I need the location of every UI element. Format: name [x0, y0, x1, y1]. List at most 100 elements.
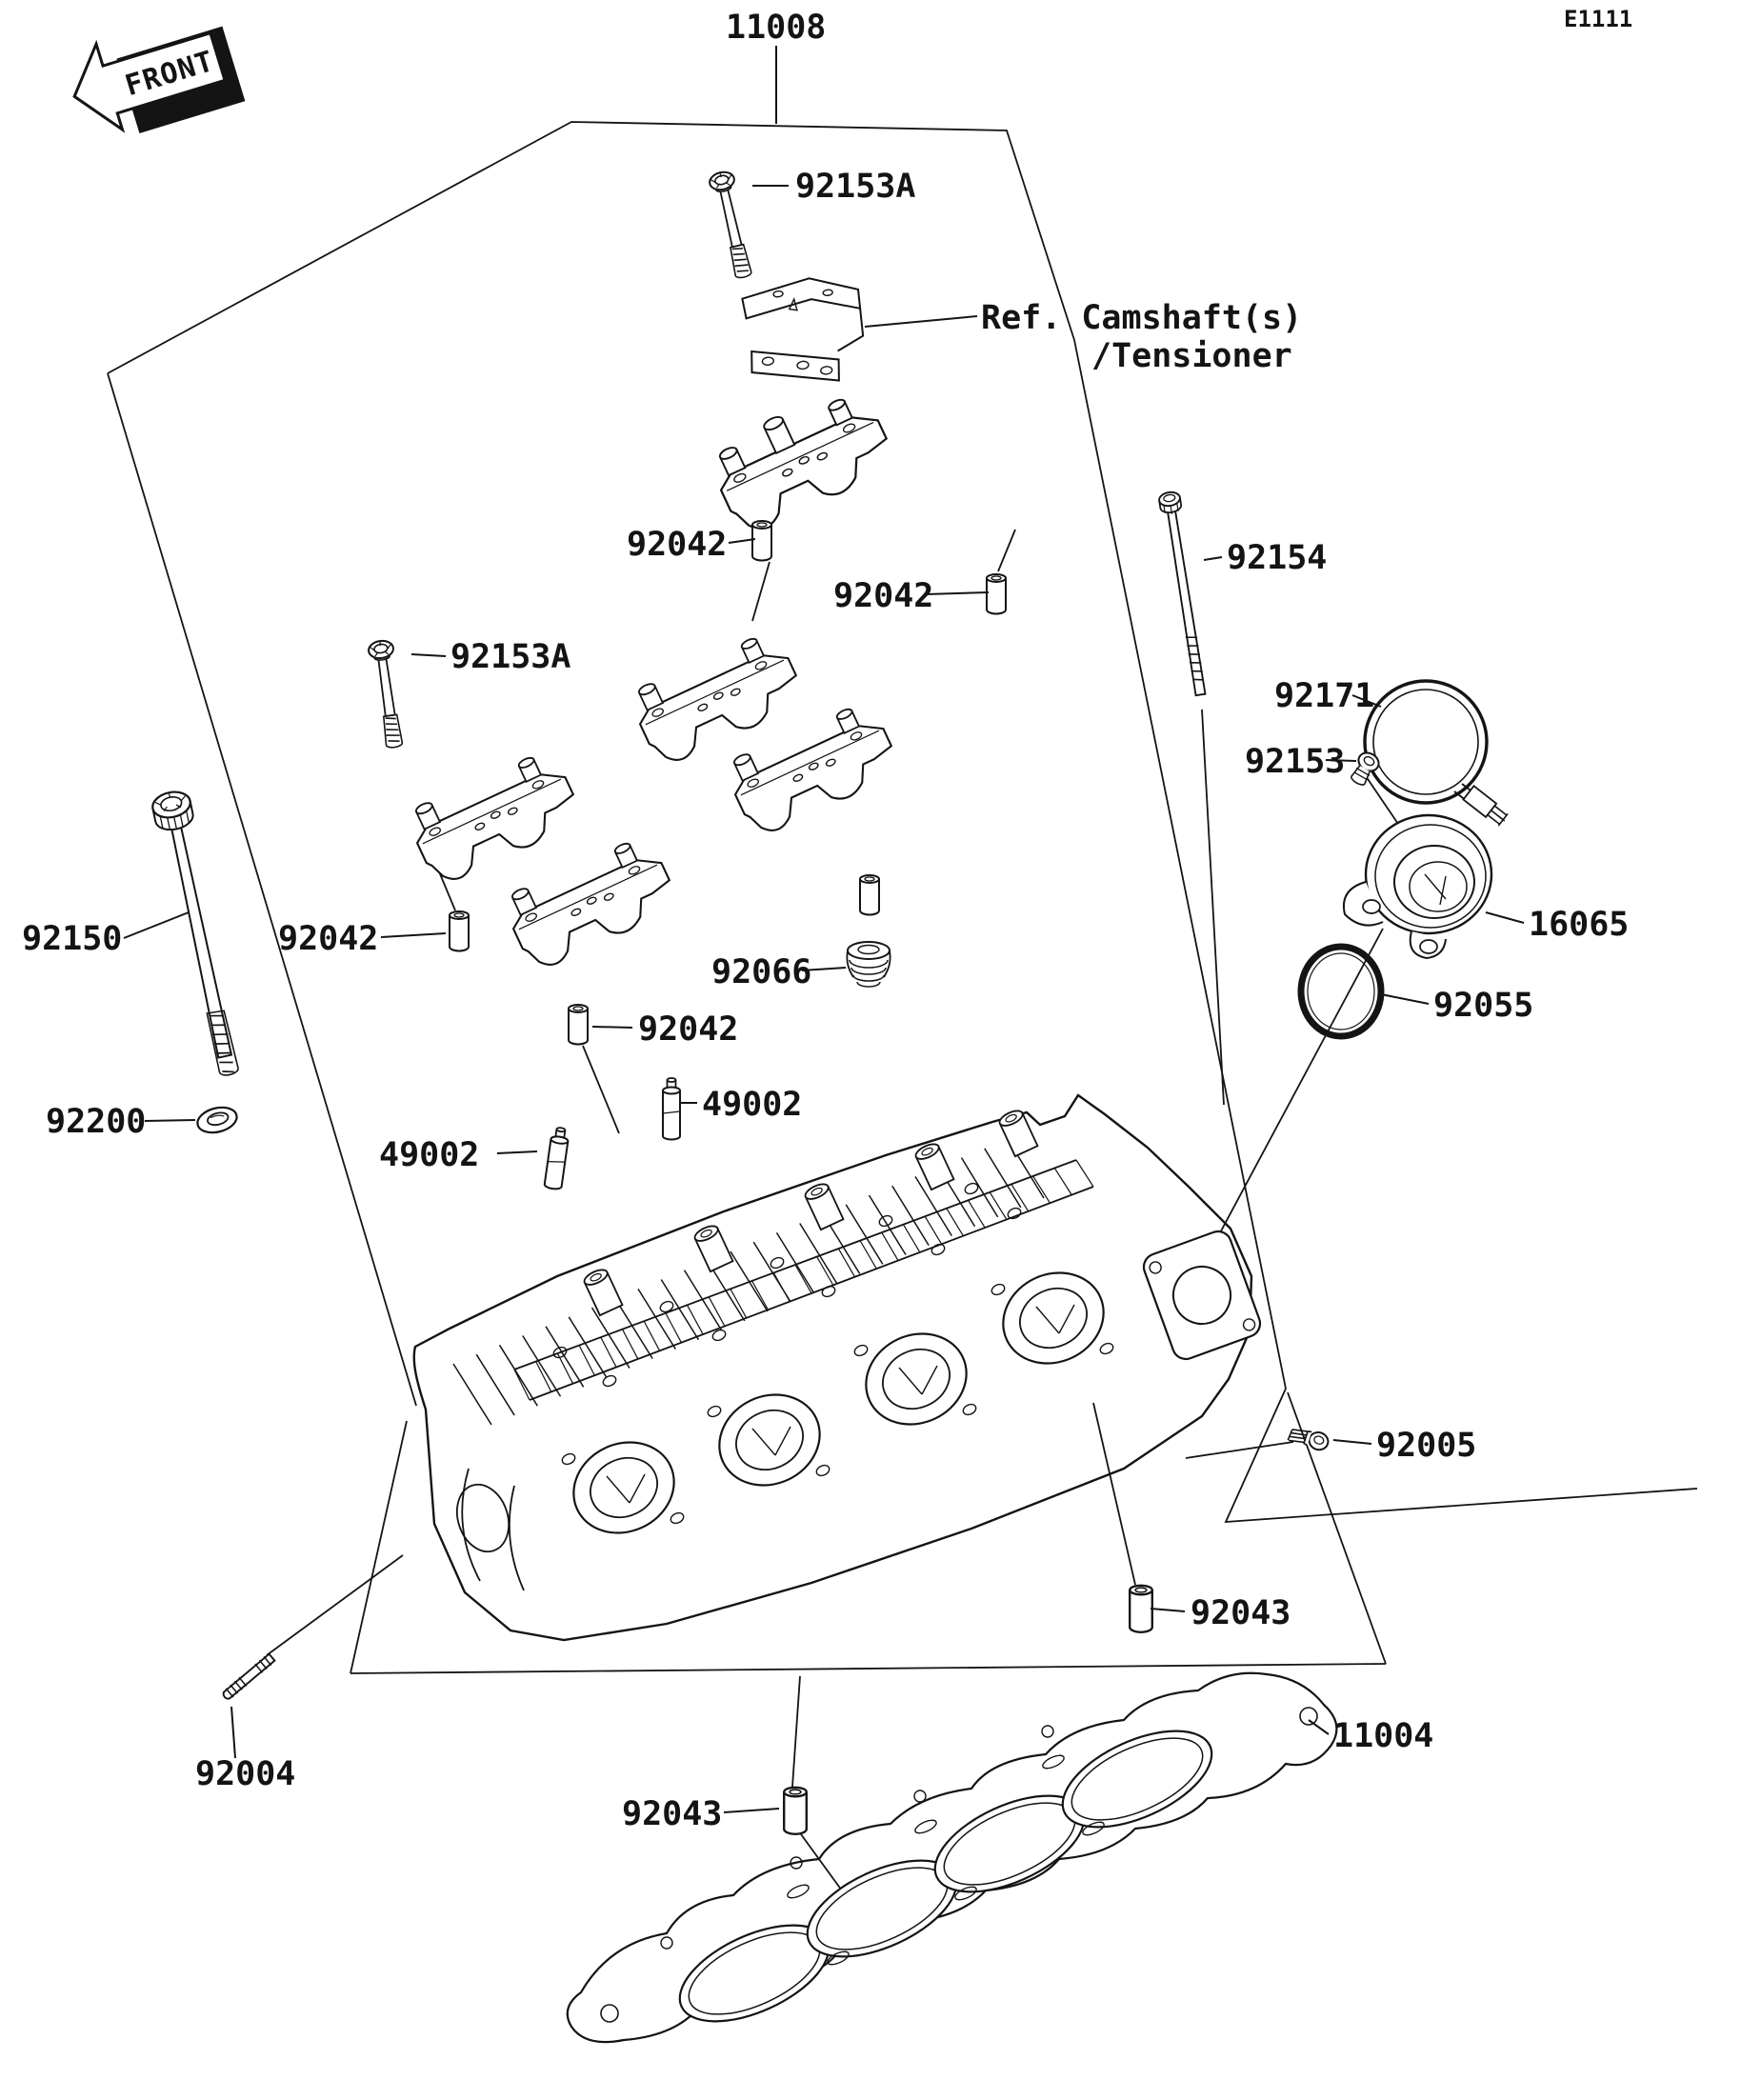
holder-16065 [1343, 813, 1493, 960]
detail-line [1032, 1175, 1051, 1204]
construction-cone-left [107, 372, 417, 1407]
detail-line [590, 1307, 630, 1369]
part-label-92055: 92055 [1433, 987, 1533, 1025]
detail-line [772, 1272, 790, 1302]
cam-tower [804, 1183, 845, 1231]
detail-ellipse [1082, 1821, 1105, 1836]
detail-line [535, 1361, 552, 1392]
detail-line [614, 1297, 653, 1359]
detail-ellipse [770, 1256, 785, 1270]
label-leader-92153 [1325, 759, 1357, 762]
detail-ellipse [561, 1452, 576, 1466]
deck-hatch [513, 1159, 1094, 1401]
detail-line [683, 1270, 723, 1331]
construction-corner-v [1224, 1388, 1698, 1524]
detail-ellipse [1061, 1730, 1213, 1829]
cooling-fins [452, 1138, 1045, 1426]
detail-ellipse [787, 1884, 810, 1899]
detail-ellipse [1002, 1271, 1105, 1365]
screw-92153 [1351, 751, 1380, 786]
head-gasket-drawing [566, 1671, 1338, 2044]
detail-line [578, 1345, 595, 1376]
detail-ellipse [914, 1819, 937, 1834]
label-leader-49002 [496, 1150, 538, 1154]
detail-line [730, 1289, 748, 1319]
detail-line [837, 1248, 856, 1278]
label-leader-92042 [591, 1026, 633, 1029]
part-label-92153a: 92153A [450, 638, 570, 676]
detail-line [1058, 1304, 1075, 1334]
detail-line [898, 1367, 923, 1395]
dowel-pin-92043-right [1129, 1584, 1153, 1633]
construction-cone-right [1073, 339, 1287, 1390]
camshaft-tensioner-bracket [741, 277, 865, 382]
part-label-92042: 92042 [833, 577, 933, 615]
dowel-pin-92042-4 [859, 874, 880, 916]
label-leader-92004 [230, 1706, 236, 1759]
label-leader-Ref. Camshaft(s) [864, 315, 978, 328]
part-label-92153a: 92153A [795, 168, 915, 206]
leader-sensor-92005-axis [1185, 1441, 1294, 1459]
detail-ellipse [735, 1409, 804, 1471]
detail-line [606, 1475, 630, 1504]
detail-line [968, 1199, 986, 1229]
detail-ellipse [659, 1300, 674, 1313]
valve-guide-49002-right [662, 1077, 681, 1141]
detail-ellipse [882, 1348, 951, 1410]
stud-92154 [1157, 490, 1212, 698]
construction-gasket-box-right [1287, 1391, 1387, 1665]
detail-line [984, 1148, 1022, 1209]
detail-line [845, 1204, 884, 1265]
clamp-92171 [1363, 679, 1509, 827]
detail-line [665, 1312, 682, 1343]
detail-ellipse [991, 1283, 1006, 1296]
detail-ellipse [931, 1243, 946, 1256]
part-label-92042: 92042 [278, 920, 378, 958]
leader-stud-92154-axis [1201, 709, 1225, 1106]
label-leader-92042 [925, 591, 990, 595]
cam-cap-5 [498, 830, 683, 975]
part-label-49002: 49002 [379, 1136, 479, 1174]
detail-line [1075, 1159, 1094, 1188]
part-label-92043: 92043 [622, 1795, 722, 1833]
part-label-92154: 92154 [1227, 539, 1327, 577]
bolt-92150 [149, 788, 249, 1080]
detail-ellipse [962, 1403, 977, 1416]
detail-line [859, 1240, 877, 1270]
detail-ellipse [954, 1886, 977, 1901]
part-label-92005: 92005 [1376, 1427, 1476, 1465]
leader-pin-92042-2-axis [997, 529, 1016, 572]
oring-92055 [1297, 943, 1385, 1040]
detail-ellipse [572, 1441, 675, 1534]
detail-ellipse [827, 1950, 850, 1966]
part-label-92150: 92150 [22, 920, 122, 958]
detail-line [891, 1185, 930, 1246]
leader-stud-92004-axis [266, 1554, 404, 1656]
dowel-pin-92042-2 [986, 573, 1007, 615]
detail-line [751, 1280, 769, 1310]
detail-line [708, 1296, 726, 1327]
head-end-flange [1142, 1230, 1262, 1361]
detail-line [881, 1231, 899, 1261]
detail-ellipse [821, 1285, 836, 1298]
dowel-pin-92042-5 [568, 1004, 589, 1046]
detail-ellipse [1019, 1287, 1088, 1350]
washer-92200 [196, 1106, 238, 1134]
bolt-92153a-left [366, 638, 409, 750]
label-leader-11004 [1308, 1719, 1330, 1735]
leader-pin-92043-right-axis [1092, 1402, 1136, 1586]
part-label-11008: 11008 [726, 9, 826, 47]
deck-stud-holes [552, 1182, 1022, 1388]
detail-line [600, 1336, 617, 1368]
part-label-49002: 49002 [702, 1086, 802, 1124]
label-refcamshafts: Ref. Camshaft(s) [981, 299, 1302, 337]
leader-pin-92043-bottom-axis-up [791, 1675, 801, 1788]
detail-ellipse [552, 1346, 568, 1359]
detail-ellipse [1042, 1754, 1065, 1770]
detail-line [513, 1369, 530, 1401]
cam-tower [583, 1269, 624, 1317]
label-tensioner: /Tensioner [1091, 337, 1292, 375]
construction-lines [107, 121, 1698, 1674]
